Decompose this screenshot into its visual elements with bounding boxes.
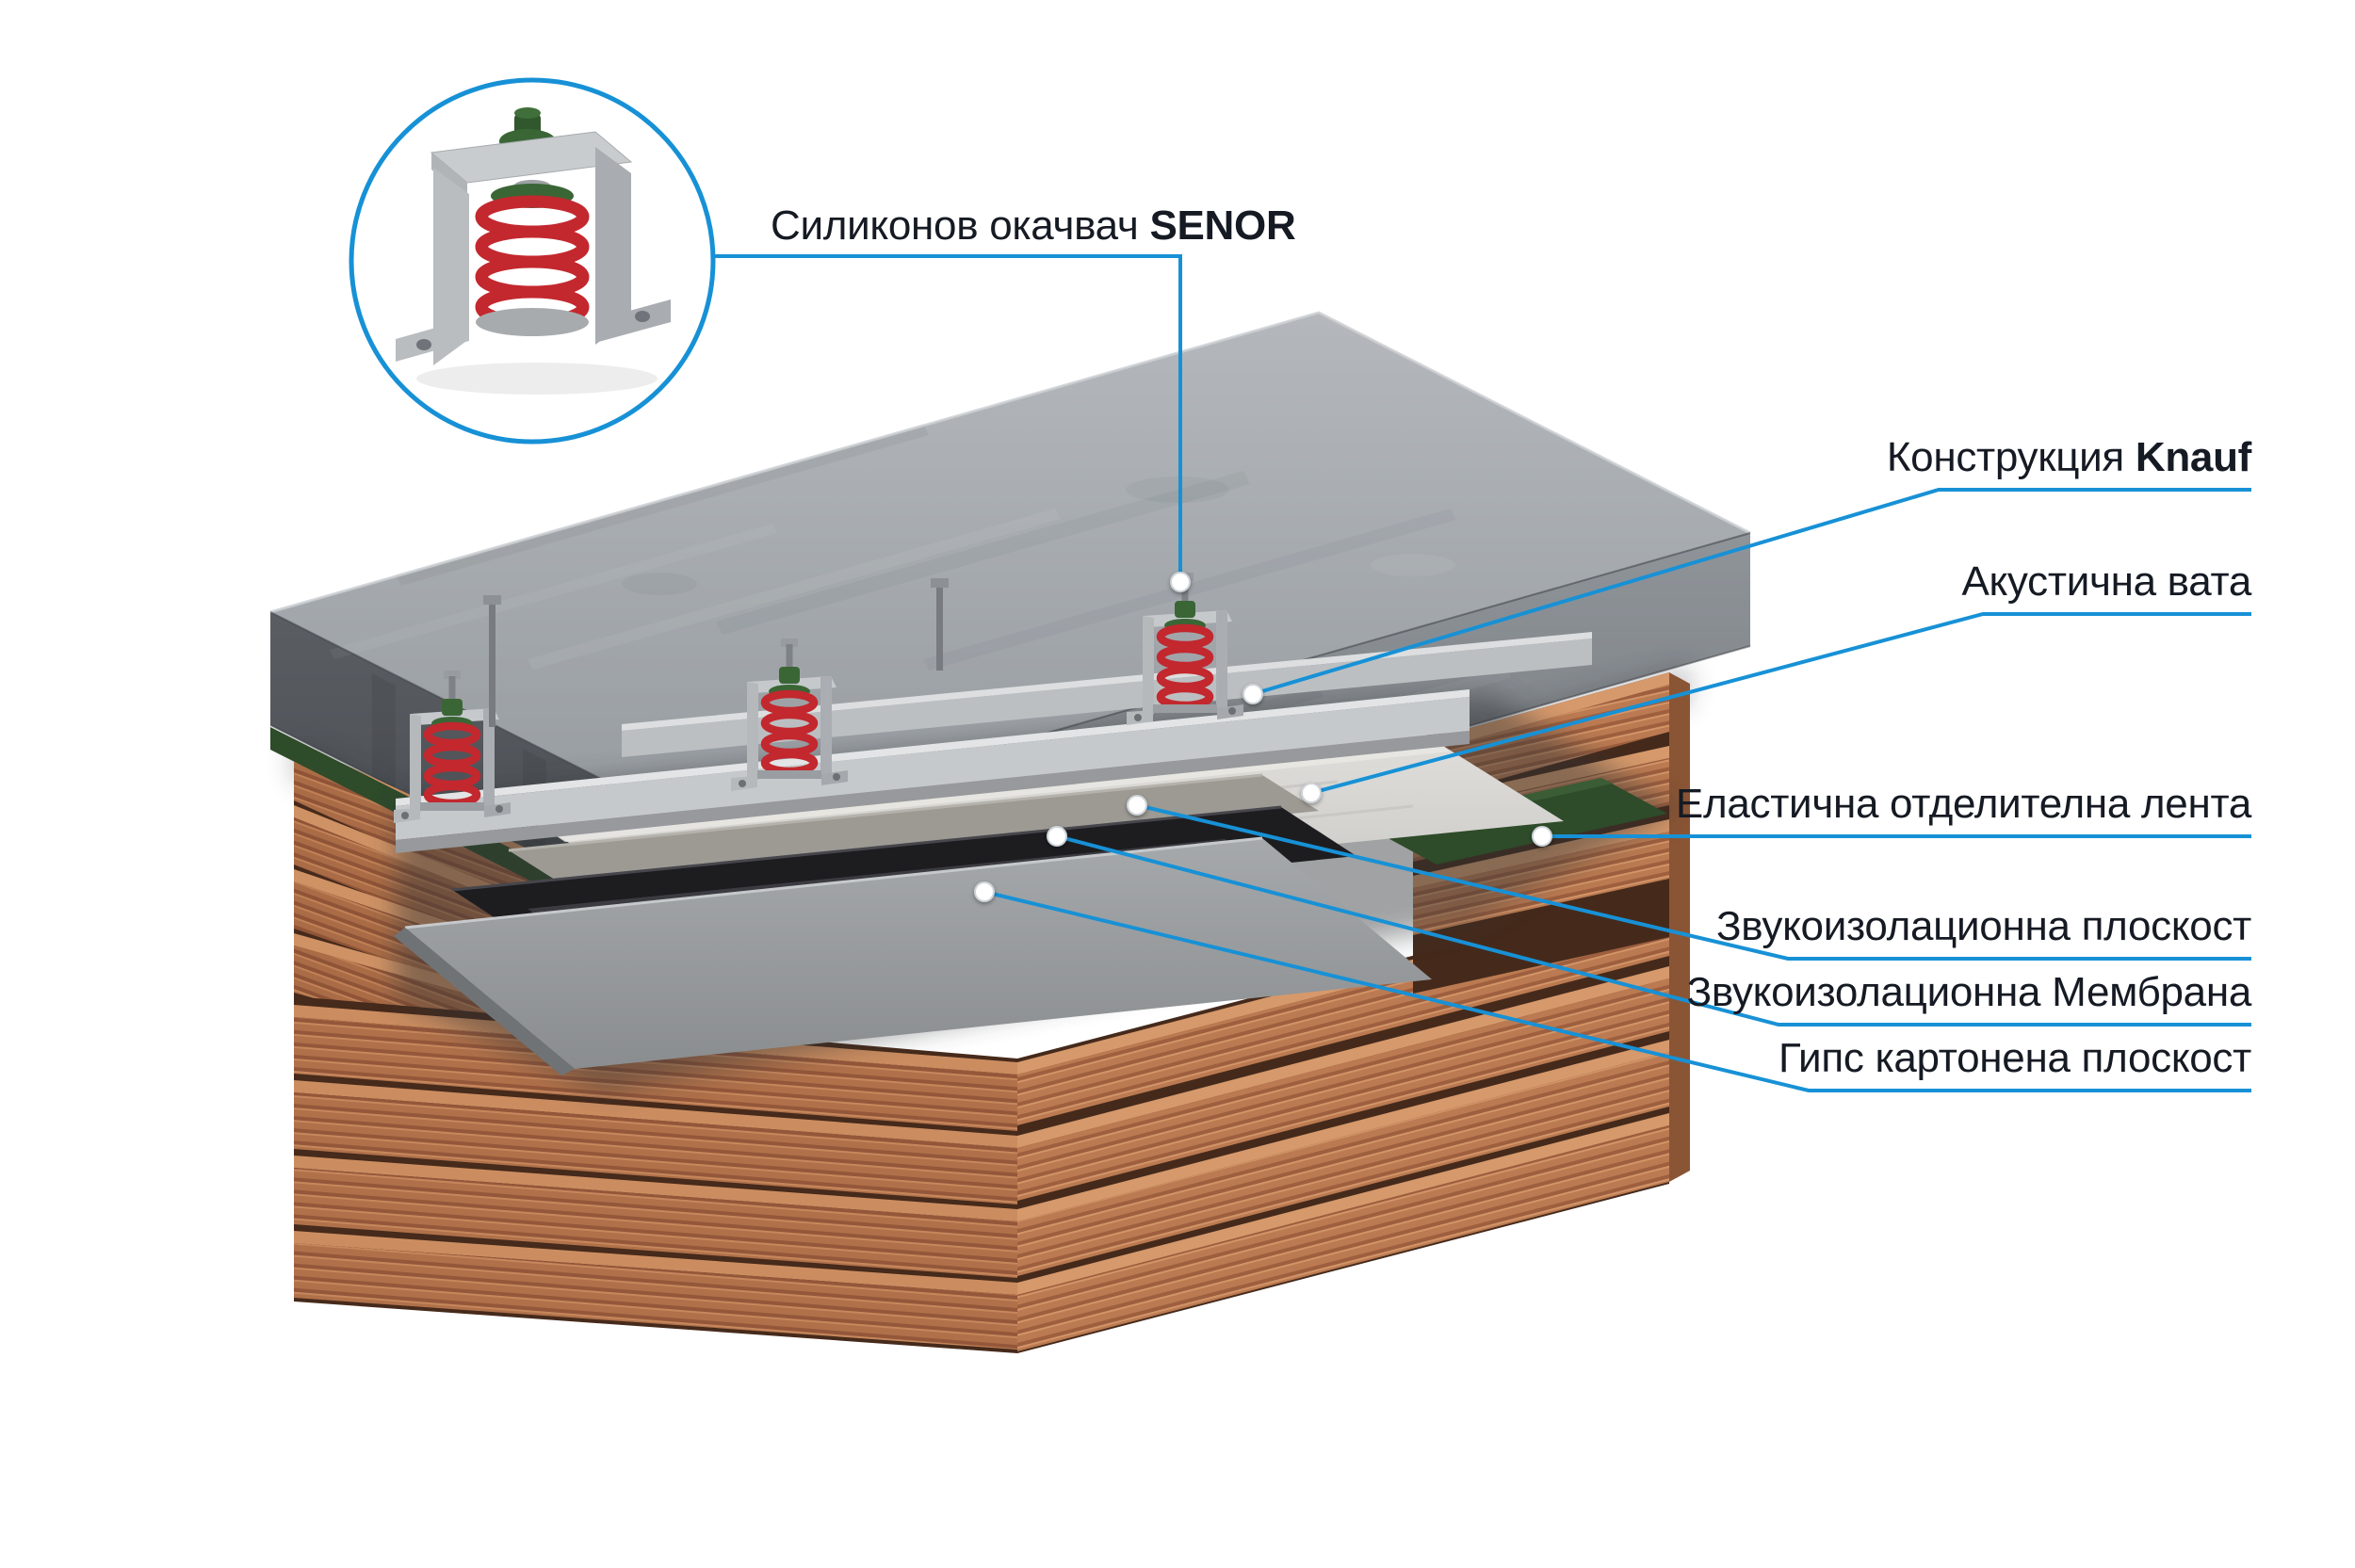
leader-line-knauf: [1252, 488, 2251, 696]
callout-insulation-board-text: Звукоизолационна плоскост: [1716, 903, 2251, 949]
detail-inset: [349, 77, 716, 445]
bracket-flange-left: [396, 318, 469, 362]
inset-shadow: [416, 363, 658, 395]
grommet-top: [514, 107, 541, 119]
leader-line-membrane: [1056, 834, 2251, 1026]
callout-gypsum-board-text: Гипс картонена плоскост: [1778, 1035, 2251, 1081]
brick-course-top: [294, 1080, 1017, 1148]
callout-senor-hanger: Силиконов окачвач SENOR: [771, 202, 1296, 249]
slab-edge-highlight: [269, 311, 1751, 614]
sound-insulation-board-layer: [508, 773, 1319, 886]
leader-line-wool: [1310, 612, 2251, 795]
brick-course-top: [294, 1231, 1017, 1295]
callout-insulation-board: Звукоизолационна плоскост: [1716, 904, 2251, 949]
leader-line-senor: [714, 254, 1182, 576]
anchor-rod: [931, 578, 949, 671]
hanger-detail-icon: [396, 107, 671, 365]
leader-line-board: [1136, 803, 2251, 961]
callout-dot-knauf: [1242, 684, 1263, 704]
callout-gypsum-board: Гипс картонена плоскост: [1778, 1036, 2251, 1081]
brick-course: [1017, 1125, 1669, 1351]
spring-base-disc: [476, 308, 589, 336]
callout-acoustic-wool-text: Акустична вата: [1961, 558, 2251, 605]
wall-right-edge: [1669, 672, 1690, 1182]
callout-dot-board: [1127, 795, 1147, 816]
callout-dot-gypsum: [974, 881, 995, 902]
flange-hole: [635, 311, 650, 322]
callout-knauf-brand: Knauf: [2135, 434, 2251, 480]
flange-hole: [416, 339, 431, 350]
callout-dot-tape: [1532, 826, 1552, 847]
knauf-profile-front: [396, 689, 1470, 853]
brick-course: [1017, 978, 1669, 1201]
bracket-flange-right: [595, 299, 671, 343]
brick-course: [294, 1092, 1017, 1204]
callout-elastic-tape: Еластична отделителна лента: [1676, 782, 2251, 827]
brick-course-top: [1017, 966, 1669, 1148]
brick-course: [294, 1243, 1017, 1350]
leader-lines: [714, 254, 2251, 1092]
brick-course-top: [1017, 1040, 1669, 1221]
brick-course: [294, 1168, 1017, 1278]
callout-dot-wool: [1301, 783, 1322, 803]
callout-senor-brand: SENOR: [1149, 202, 1296, 249]
callout-elastic-tape-text: Еластична отделителна лента: [1675, 781, 2251, 827]
callout-dot-senor: [1170, 572, 1191, 592]
callout-senor-text: Силиконов окачвач: [771, 202, 1150, 249]
callout-acoustic-wool: Акустична вата: [1961, 559, 2251, 605]
callout-knauf-text: Конструкция: [1886, 434, 2136, 480]
brick-course: [1017, 1052, 1669, 1276]
knauf-profile-back: [622, 632, 1592, 757]
brick-course-top: [294, 1156, 1017, 1221]
bracket-leg-right: [595, 147, 631, 345]
leader-line-gypsum: [983, 890, 2251, 1092]
anchor-rod: [483, 595, 501, 727]
bracket-leg-left: [433, 168, 469, 365]
callout-dots: [974, 572, 1552, 902]
callout-dot-membrane: [1047, 826, 1067, 847]
bracket-top-plate: [430, 131, 633, 184]
callout-insulation-membrane-text: Звукоизолационна Мембрана: [1686, 969, 2252, 1015]
callout-knauf: Конструкция Knauf: [1887, 435, 2251, 480]
brick-wall-left-lower: [294, 996, 1017, 1353]
concrete-slab-top-face: [270, 313, 1750, 831]
brick-course-top: [1017, 1113, 1669, 1295]
wall-backdrop: [1017, 889, 1669, 1353]
callout-insulation-membrane: Звукоизолационна Мембрана: [1686, 969, 2252, 1015]
